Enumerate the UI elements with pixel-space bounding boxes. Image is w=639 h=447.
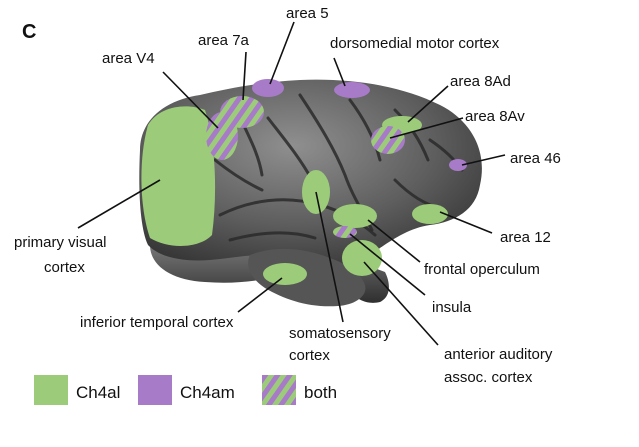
label-area-12: area 12 xyxy=(500,229,551,246)
region-inferior-temporal xyxy=(263,263,307,285)
region-area-12 xyxy=(412,204,448,224)
label-area-v4: area V4 xyxy=(102,50,155,67)
region-anterior-auditory xyxy=(342,240,382,276)
label-primary-visual-line2: cortex xyxy=(44,259,85,276)
label-insula: insula xyxy=(432,299,472,316)
label-area-8av: area 8Av xyxy=(465,108,525,125)
region-frontal-operculum xyxy=(333,204,377,228)
label-area-7a: area 7a xyxy=(198,32,250,49)
label-auditory-line2: assoc. cortex xyxy=(444,369,533,386)
label-area-5: area 5 xyxy=(286,5,329,22)
legend-label-ch4al: Ch4al xyxy=(76,383,120,402)
leader-lines xyxy=(77,21,506,346)
label-dorsomedial-motor-cortex: dorsomedial motor cortex xyxy=(330,35,500,52)
region-area-8av xyxy=(371,126,405,154)
region-area-5 xyxy=(252,79,284,97)
label-somatosensory-line1: somatosensory xyxy=(289,325,391,342)
region-area-46 xyxy=(449,159,467,171)
labels: area 5 area 7a area V4 dorsomedial motor… xyxy=(14,5,561,386)
region-primary-visual-cortex xyxy=(141,106,216,246)
legend: Ch4al Ch4am both xyxy=(34,375,337,405)
legend-swatch-both xyxy=(262,375,296,405)
label-primary-visual-line1: primary visual xyxy=(14,234,107,251)
label-somatosensory-line2: cortex xyxy=(289,347,330,364)
legend-label-ch4am: Ch4am xyxy=(180,383,235,402)
label-area-8ad: area 8Ad xyxy=(450,73,511,90)
region-dorsomedial-motor xyxy=(334,82,370,98)
legend-swatch-ch4al xyxy=(34,375,68,405)
label-inferior-temporal-cortex: inferior temporal cortex xyxy=(80,314,234,331)
label-area-46: area 46 xyxy=(510,150,561,167)
legend-swatch-ch4am xyxy=(138,375,172,405)
region-area-7a xyxy=(220,96,264,128)
label-frontal-operculum: frontal operculum xyxy=(424,261,540,278)
panel-letter: C xyxy=(22,21,36,43)
label-auditory-line1: anterior auditory xyxy=(444,346,553,363)
legend-label-both: both xyxy=(304,383,337,402)
